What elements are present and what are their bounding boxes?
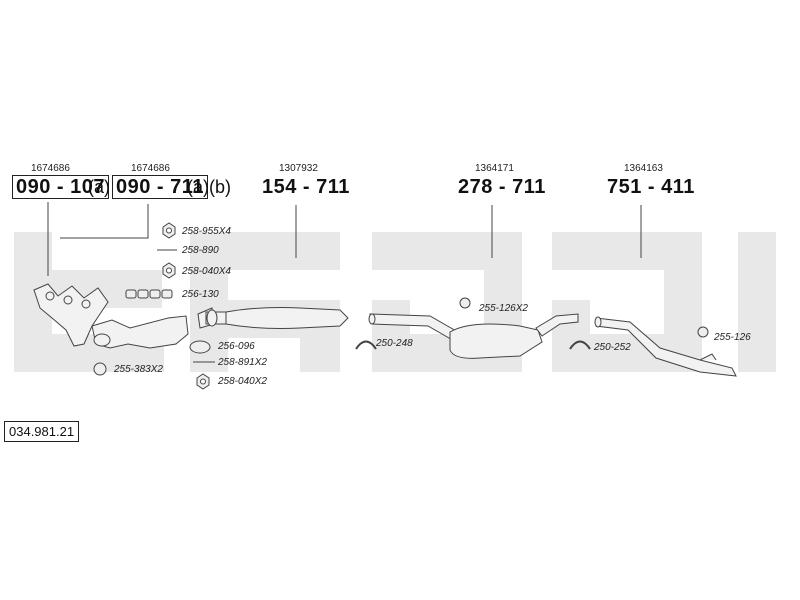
seal-ring-icon	[93, 362, 107, 376]
oem-number: 1674686	[31, 163, 70, 174]
accessory-label[interactable]: 255-126X2	[479, 303, 528, 314]
accessory-label[interactable]: 250-248	[376, 338, 413, 349]
part-suffix: (a)	[88, 177, 110, 197]
accessory-label[interactable]: 255-383X2	[114, 364, 163, 375]
part-number-154-711[interactable]: 154 - 711	[262, 176, 350, 198]
accessory-label[interactable]: 250-252	[594, 342, 631, 353]
document-number: 034.981.21	[4, 421, 80, 442]
accessory-label[interactable]: 258-040X4	[182, 266, 231, 277]
leader-line-090-711	[60, 204, 149, 239]
accessory-label[interactable]: 258-955X4	[182, 226, 231, 237]
rubber-mount-icon	[459, 297, 471, 309]
manifold-catalyst-part	[33, 283, 189, 349]
accessory-label[interactable]: 258-890	[182, 245, 219, 256]
part-number-090-711[interactable]: 090 - 711	[112, 175, 208, 199]
clamp-icon	[355, 340, 377, 350]
gasket-icon	[189, 340, 211, 354]
accessory-label[interactable]: 258-891X2	[218, 357, 267, 368]
oem-number: 1307932	[279, 163, 318, 174]
accessory-label[interactable]: 255-126	[714, 332, 751, 343]
oem-number: 1364171	[475, 163, 514, 174]
accessory-label[interactable]: 256-130	[182, 289, 219, 300]
part-number-278-711[interactable]: 278 - 711	[458, 176, 546, 198]
part-number-751-411[interactable]: 751 - 411	[607, 176, 695, 198]
gasket-set-icon	[125, 289, 173, 299]
middle-silencer-part	[197, 307, 349, 329]
tail-pipe-part	[594, 316, 737, 377]
accessory-label[interactable]: 256-096	[218, 341, 255, 352]
oem-number: 1364163	[624, 163, 663, 174]
accessory-label[interactable]: 258-040X2	[218, 376, 267, 387]
part-suffix: (a)(b)	[187, 177, 231, 197]
clamp-icon	[569, 340, 591, 350]
oem-number: 1674686	[131, 163, 170, 174]
center-silencer-part	[368, 313, 579, 359]
rubber-mount-icon	[697, 326, 709, 338]
part-number-090-107[interactable]: 090 - 107	[12, 175, 110, 199]
